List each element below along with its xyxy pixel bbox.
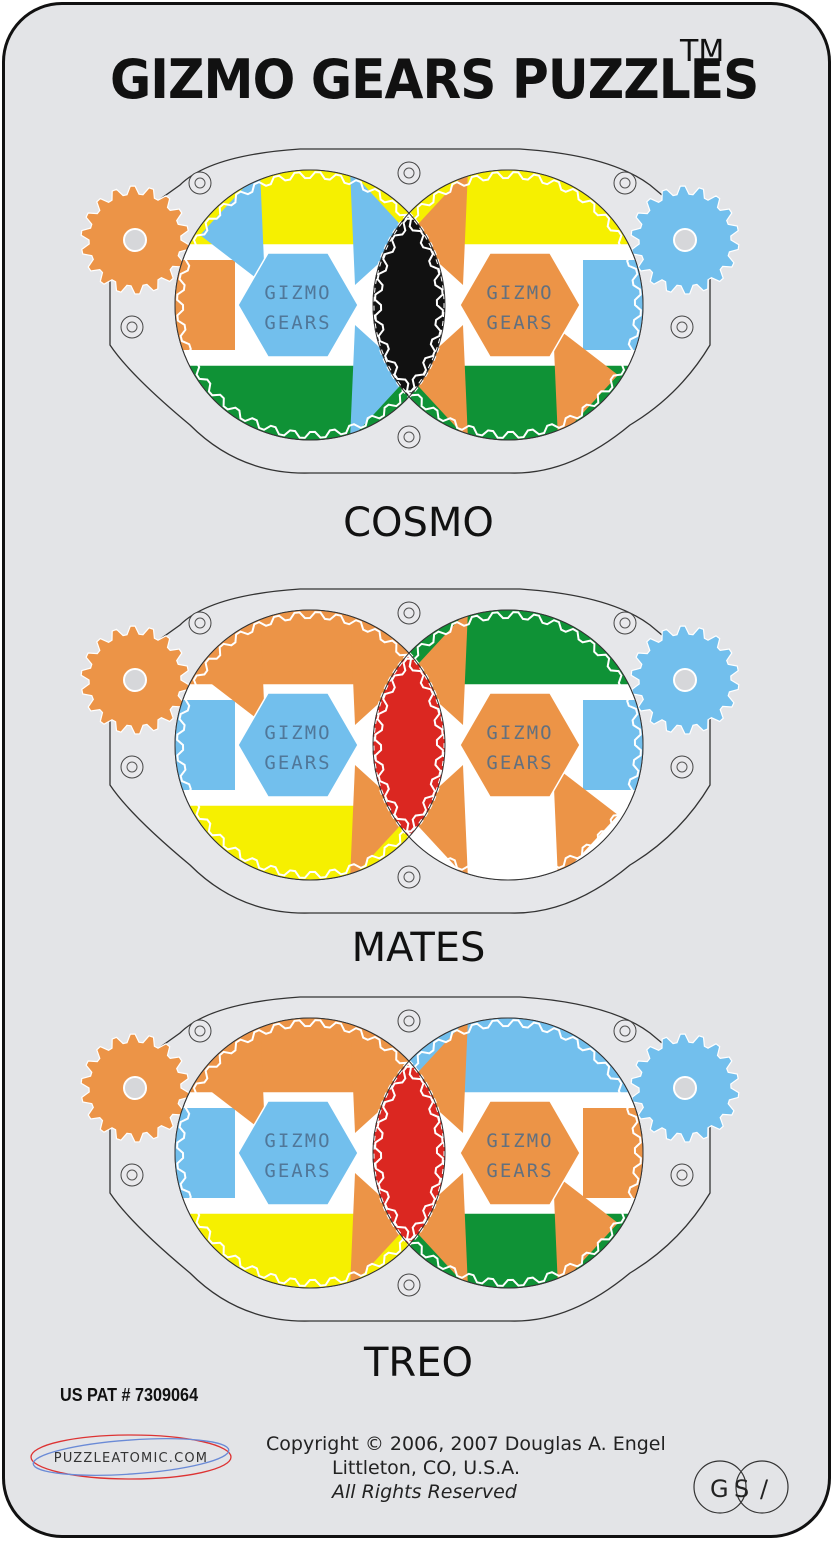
right-disc-label: GEARS: [486, 752, 553, 774]
right-center-piece: [459, 692, 581, 798]
axle-hole: [123, 668, 147, 692]
right-disc-label: GIZMO: [486, 722, 553, 744]
piece-right-mid: [583, 700, 643, 790]
right-center-piece: [459, 1100, 581, 1206]
screw-hole: [120, 1163, 144, 1187]
puzzle-name-mates: MATES: [351, 925, 486, 971]
screw-hole: [188, 1019, 212, 1043]
screw-hole: [613, 611, 637, 635]
patent-number: US PAT # 7309064: [60, 1385, 199, 1405]
right-disc-label: GIZMO: [486, 1130, 553, 1152]
trademark-symbol: TM: [680, 34, 725, 69]
location-line: Littleton, CO, U.S.A.: [332, 1457, 520, 1479]
right-disc-label: GIZMO: [486, 282, 553, 304]
svg-text:G: G: [710, 1475, 729, 1503]
left-disc-label: GEARS: [264, 752, 331, 774]
right-disc-label: GEARS: [486, 1160, 553, 1182]
svg-text:/: /: [760, 1475, 769, 1503]
screw-hole: [120, 755, 144, 779]
piece-right-wedge-bottom: [408, 1173, 468, 1288]
screw-hole: [670, 315, 694, 339]
left-center-piece: [237, 252, 359, 358]
piece-right-wedge-top: [408, 610, 468, 725]
piece-right-mid: [583, 1108, 643, 1198]
screw-hole: [188, 611, 212, 635]
piece-left-mid: [175, 700, 235, 790]
piece-left-wedge-bottom: [350, 325, 410, 440]
piece-right-wedge-bottom2: [553, 765, 618, 880]
piece-left-mid: [175, 1108, 235, 1198]
screw-hole: [670, 1163, 694, 1187]
piece-left-wedge-top2: [200, 610, 265, 725]
puzzle-cosmo-diagram: GIZMO GEARS GIZMO GEARS: [80, 148, 740, 474]
axle-hole: [673, 1076, 697, 1100]
left-disc-label: GIZMO: [264, 282, 331, 304]
piece-left-wedge-top: [350, 170, 410, 285]
left-disc-label: GIZMO: [264, 1130, 331, 1152]
piece-left-mid: [175, 260, 235, 350]
left-disc-teeth: [176, 1019, 444, 1287]
page-title: GIZMO GEARS PUZZLES: [110, 48, 759, 111]
right-disc-teeth: [374, 611, 642, 879]
left-disc-label: GEARS: [264, 1160, 331, 1182]
screw-hole: [613, 1019, 637, 1043]
gsi-logo: G S /: [693, 1460, 789, 1514]
right-disc-pieces: [373, 170, 643, 440]
piece-right-wedge-bottom2: [553, 1173, 618, 1288]
axle-hole: [123, 1076, 147, 1100]
axle-hole: [673, 228, 697, 252]
puzzleatomic-logo[interactable]: PUZZLEATOMIC.COM: [28, 1432, 234, 1482]
left-center-piece: [237, 1100, 359, 1206]
puzzle-treo-diagram: GIZMO GEARS GIZMO GEARS: [80, 996, 740, 1322]
left-disc-teeth: [176, 171, 444, 439]
left-disc-label: GEARS: [264, 312, 331, 334]
left-disc-teeth: [176, 611, 444, 879]
right-center-piece: [459, 252, 581, 358]
puzzle-name-treo: TREO: [364, 1340, 473, 1386]
right-disc-teeth: [374, 171, 642, 439]
screw-hole: [397, 425, 421, 449]
piece-right-mid: [583, 260, 643, 350]
axle-hole: [673, 668, 697, 692]
piece-left-wedge-top2: [200, 1018, 265, 1133]
piece-right-wedge-bottom: [408, 765, 468, 880]
screw-hole: [397, 1009, 421, 1033]
screw-hole: [613, 171, 637, 195]
copyright-block: Copyright © 2006, 2007 Douglas A. Engel …: [266, 1432, 666, 1504]
screw-hole: [397, 1273, 421, 1297]
piece-left-wedge-bottom: [350, 1173, 410, 1288]
left-disc-label: GIZMO: [264, 722, 331, 744]
screw-hole: [397, 601, 421, 625]
piece-right-wedge-top: [408, 170, 468, 285]
screw-hole: [670, 755, 694, 779]
left-center-piece: [237, 692, 359, 798]
screw-hole: [397, 865, 421, 889]
screw-hole: [120, 315, 144, 339]
piece-right-wedge-bottom2: [553, 325, 618, 440]
piece-left-wedge-top: [350, 610, 410, 725]
screw-hole: [397, 161, 421, 185]
puzzle-mates-diagram: GIZMO GEARS GIZMO GEARS: [80, 588, 740, 914]
screw-hole: [188, 171, 212, 195]
piece-right-wedge-top: [408, 1018, 468, 1133]
copyright-line: Copyright © 2006, 2007 Douglas A. Engel: [266, 1433, 666, 1455]
right-disc-label: GEARS: [486, 312, 553, 334]
rights-line: All Rights Reserved: [332, 1481, 517, 1503]
piece-right-wedge-bottom: [408, 325, 468, 440]
axle-hole: [123, 228, 147, 252]
piece-left-wedge-bottom: [350, 765, 410, 880]
piece-left-wedge-top: [350, 1018, 410, 1133]
svg-text:PUZZLEATOMIC.COM: PUZZLEATOMIC.COM: [54, 1451, 208, 1466]
right-disc-teeth: [374, 1019, 642, 1287]
piece-left-wedge-top2: [200, 170, 265, 285]
svg-text:S: S: [734, 1475, 749, 1503]
puzzle-name-cosmo: COSMO: [343, 500, 494, 546]
